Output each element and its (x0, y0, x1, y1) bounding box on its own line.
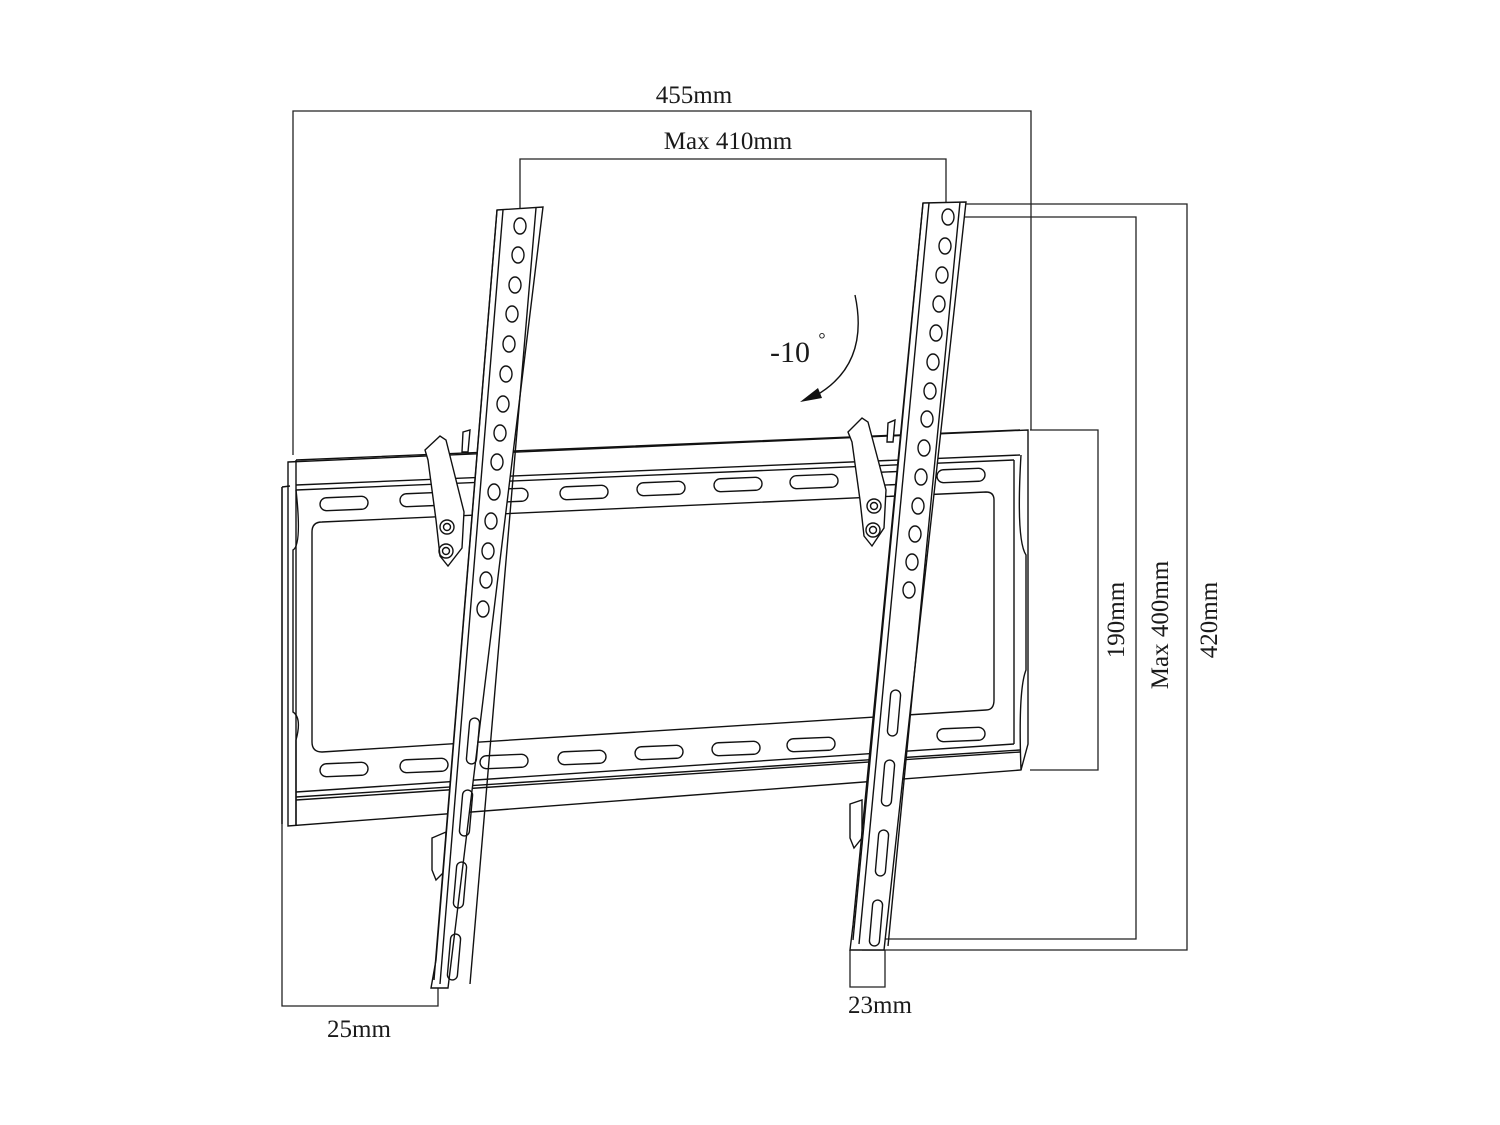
right-arm-holes (902, 208, 955, 599)
max-vesa-width-label: Max 410mm (664, 128, 793, 155)
tilt-degree-symbol: ° (818, 329, 825, 349)
overall-height-label: 420mm (1196, 581, 1223, 658)
left-tilt-arm (424, 206, 544, 989)
right-tilt-arm (847, 201, 967, 951)
tilt-arrow-icon (800, 294, 859, 402)
tilt-angle-label: -10 (770, 336, 810, 369)
arm-width-label: 23mm (848, 992, 912, 1019)
right-arm-slots (868, 689, 902, 947)
bottom-slots (319, 726, 986, 778)
max-vesa-height-label: Max 400mm (1147, 560, 1174, 689)
left-arm-holes (476, 217, 527, 618)
overall-width-label: 455mm (656, 82, 733, 109)
wall-plate-height-label: 190mm (1103, 581, 1130, 658)
left-arm-slots (446, 717, 481, 981)
wall-distance-label: 25mm (327, 1016, 391, 1043)
